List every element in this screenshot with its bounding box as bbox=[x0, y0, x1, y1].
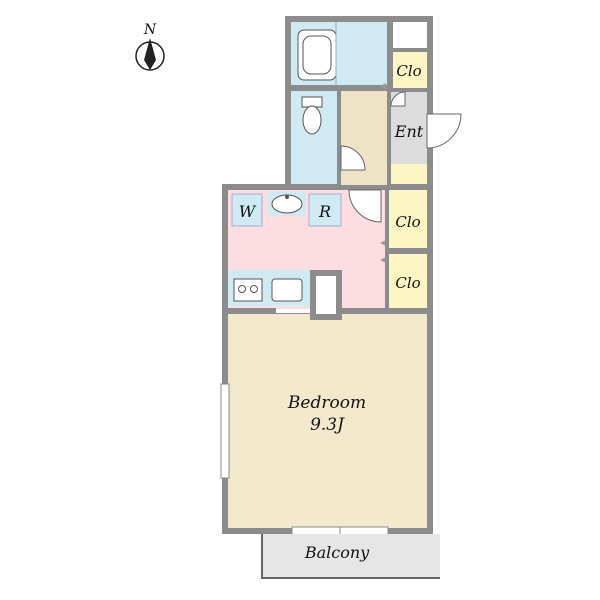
hallway bbox=[341, 91, 387, 185]
closet-low-label: Clo bbox=[395, 274, 420, 292]
stove-icon bbox=[233, 278, 263, 302]
washer-label: W bbox=[239, 202, 257, 221]
balcony-label: Balcony bbox=[304, 543, 370, 562]
bedroom-label: Bedroom bbox=[287, 393, 366, 413]
kitchen-sink-icon bbox=[271, 278, 303, 302]
closet-mid bbox=[389, 190, 427, 248]
closet-mid-label: Clo bbox=[395, 213, 420, 231]
entrance-label: Ent bbox=[394, 122, 424, 141]
bedroom bbox=[228, 314, 427, 528]
closet-top bbox=[393, 52, 427, 88]
north-compass: N bbox=[135, 22, 165, 71]
fridge-box bbox=[308, 193, 342, 227]
shoe-storage bbox=[391, 164, 427, 184]
toilet-icon bbox=[301, 96, 323, 135]
bedroom-size: 9.3J bbox=[310, 415, 345, 435]
washer-box bbox=[231, 193, 263, 227]
toilet-door-icon bbox=[340, 145, 366, 171]
closet-low bbox=[389, 254, 427, 308]
fridge-label: R bbox=[318, 202, 331, 221]
kitchen-door-icon bbox=[348, 189, 382, 223]
balcony bbox=[261, 534, 440, 579]
entrance-door-icon bbox=[426, 113, 462, 149]
washbasin-icon bbox=[268, 192, 306, 216]
closet-top-label: Clo bbox=[396, 62, 421, 80]
compass-arrow-icon bbox=[144, 38, 156, 70]
compass-label: N bbox=[143, 22, 157, 38]
storage-box bbox=[393, 22, 427, 48]
window-west bbox=[220, 383, 230, 479]
